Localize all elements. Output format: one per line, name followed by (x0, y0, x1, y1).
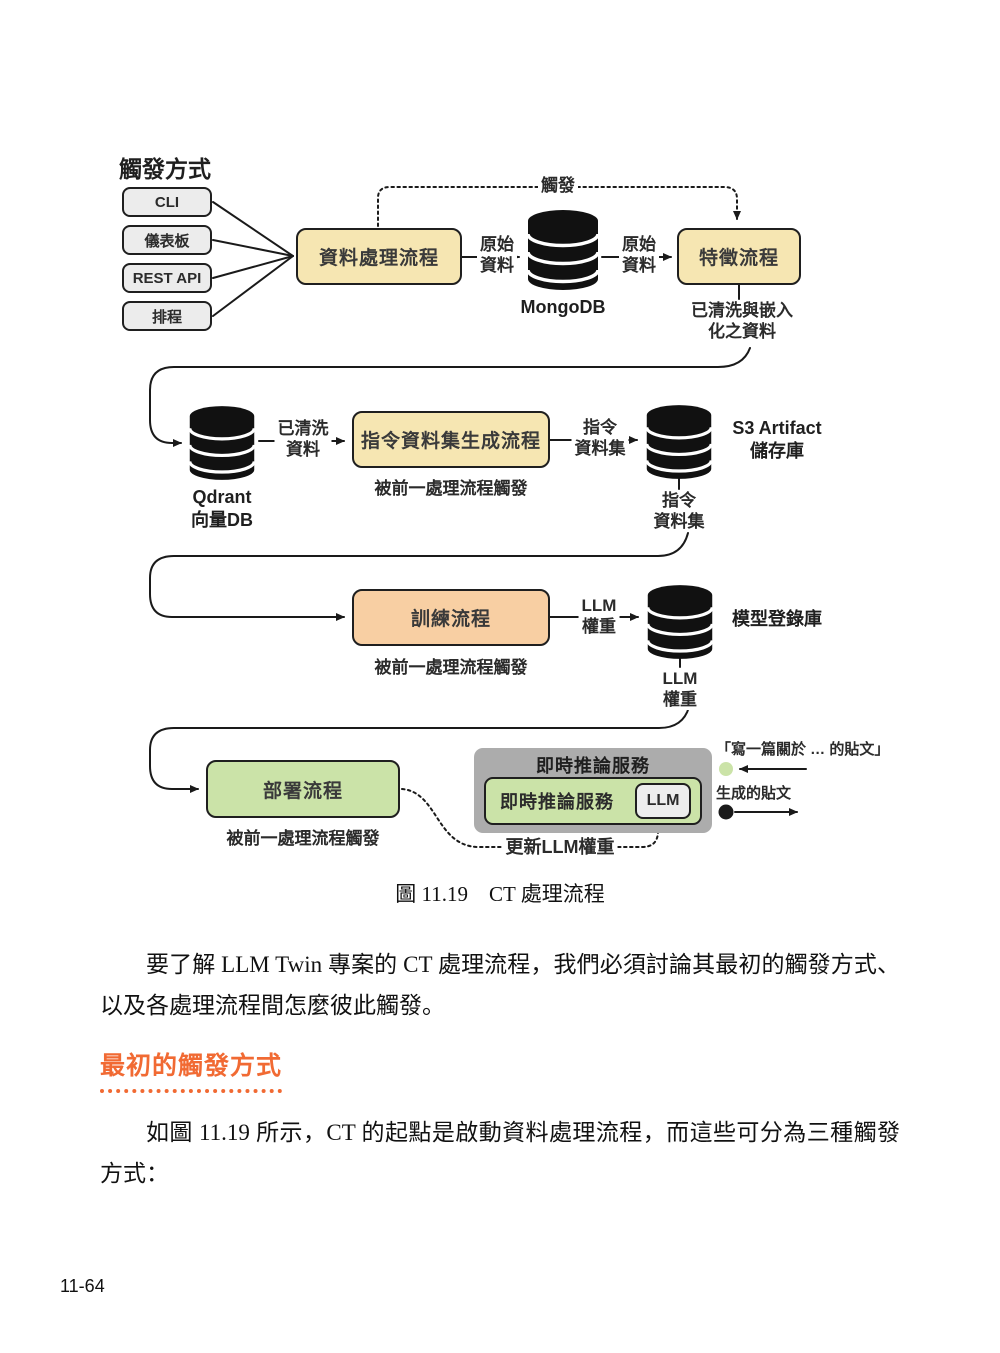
paragraph-1: 要了解 LLM Twin 專案的 CT 處理流程，我們必須討論其最初的觸發方式、… (100, 952, 900, 1018)
trigger-box-dashboard: 儀表板 (122, 225, 212, 255)
inference-service-label: 即時推論服務 (500, 792, 614, 812)
ct-pipeline-figure: 觸發方式 CLI 儀表板 REST API 排程 資料處理流程 特徵流程 指令資… (119, 156, 890, 858)
mongodb-database-icon (526, 210, 600, 290)
prompt-input-dot (719, 762, 733, 776)
inference-service-box: 即時推論服務 LLM (484, 777, 702, 825)
node-feature-pipeline: 特徵流程 (677, 228, 801, 285)
note-triggered-by-prev-1: 被前一處理流程觸發 (371, 478, 531, 499)
node-deployment-pipeline: 部署流程 (206, 760, 400, 818)
edge-label-update-llm-weights: 更新LLM權重 (502, 837, 618, 858)
note-triggered-by-prev-2: 被前一處理流程觸發 (371, 657, 531, 678)
page-number: 11-64 (60, 1276, 105, 1296)
figure-legend-title: 觸發方式 (119, 156, 211, 182)
trigger-box-cli: CLI (122, 187, 212, 217)
model-registry-database-icon (646, 585, 714, 659)
trigger-box-rest-api: REST API (122, 263, 212, 293)
note-triggered-by-prev-3: 被前一處理流程觸發 (223, 828, 383, 849)
llm-chip: LLM (635, 783, 691, 819)
trigger-box-schedule: 排程 (122, 301, 212, 331)
edge-label-instruct-dataset-2: 指令資料集 (650, 490, 708, 532)
inference-container-title: 即時推論服務 (536, 756, 650, 776)
qdrant-database-icon (188, 406, 256, 480)
figure-caption: 圖 11.19 CT 處理流程 (395, 882, 605, 906)
mongodb-label: MongoDB (517, 296, 609, 319)
edge-label-cleaned-embedded: 已清洗與嵌入化之資料 (688, 300, 796, 342)
edge-label-trigger: 觸發 (538, 175, 578, 196)
inference-service-container: 即時推論服務 即時推論服務 LLM (474, 748, 712, 833)
node-instruct-dataset-pipeline: 指令資料集生成流程 (352, 411, 550, 468)
section-heading-initial-triggers: 最初的觸發方式 (100, 1046, 283, 1093)
s3-artifact-database-icon (645, 405, 713, 479)
edge-label-raw-data-2: 原始資料 (619, 234, 659, 276)
edge-label-raw-data-1: 原始資料 (477, 234, 517, 276)
annotation-prompt: 「寫一篇關於 … 的貼文」 (716, 741, 890, 758)
paragraph-2: 如圖 11.19 所示，CT 的起點是啟動資料處理流程，而這些可分為三種觸發方式… (100, 1120, 900, 1186)
model-registry-label: 模型登錄庫 (729, 608, 825, 631)
edge-label-cleaned-data: 已清洗資料 (274, 418, 332, 460)
annotation-generated-post: 生成的貼文 (716, 785, 792, 802)
generated-output-dot (718, 804, 734, 820)
edge-label-instruct-dataset-1: 指令資料集 (571, 417, 629, 459)
node-training-pipeline: 訓練流程 (352, 589, 550, 646)
node-data-processing-pipeline: 資料處理流程 (296, 228, 462, 285)
